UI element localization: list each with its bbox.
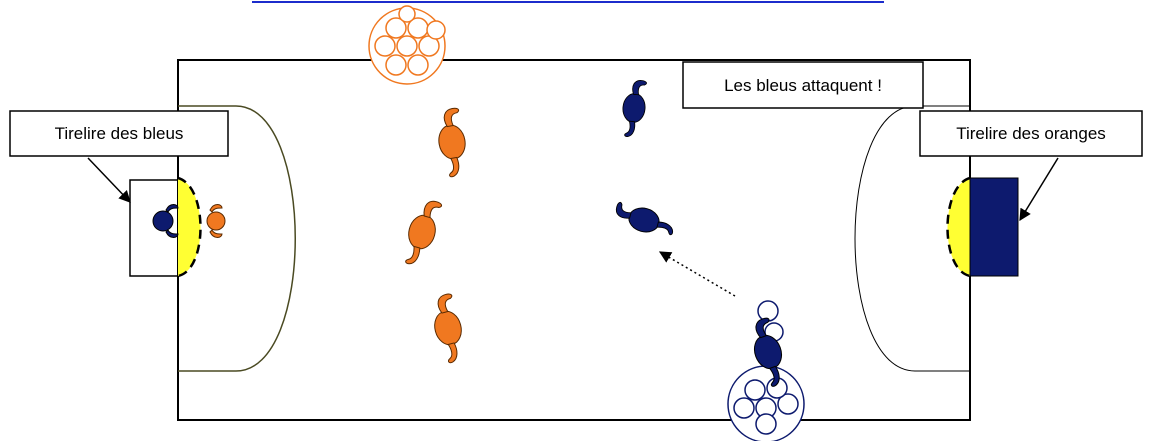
blue-player-2: [611, 200, 678, 240]
left-goal-zone: [178, 178, 201, 276]
orange-player-1: [432, 106, 472, 179]
attack-label-text: Les bleus attaquent !: [724, 76, 882, 95]
orange-bank-box: [969, 177, 1019, 277]
orange-bank-label: Tirelire des oranges: [919, 110, 1143, 157]
blue-ball-bag: [727, 365, 805, 441]
blue-goalkeeper: [152, 204, 179, 238]
orange-ball-bag: [368, 5, 446, 85]
court-boundary: [177, 59, 971, 421]
right-zone-arc: [854, 105, 970, 372]
orange-player-3: [426, 292, 470, 365]
blue-bank-label: Tirelire des bleus: [9, 110, 229, 157]
right-goal-zone: [947, 178, 970, 276]
left-zone-arc: [178, 105, 296, 372]
movement-arrow: [658, 251, 736, 297]
orange-goalkeeper: [206, 204, 226, 238]
orange-bank-pointer-arrow: [1019, 157, 1059, 222]
blue-bank-label-text: Tirelire des bleus: [55, 124, 184, 143]
blue-player-1: [620, 78, 648, 139]
blue-bank-pointer-arrow: [87, 157, 131, 203]
orange-player-2: [400, 196, 444, 269]
attack-label: Les bleus attaquent !: [682, 61, 924, 109]
orange-bank-label-text: Tirelire des oranges: [956, 124, 1106, 143]
